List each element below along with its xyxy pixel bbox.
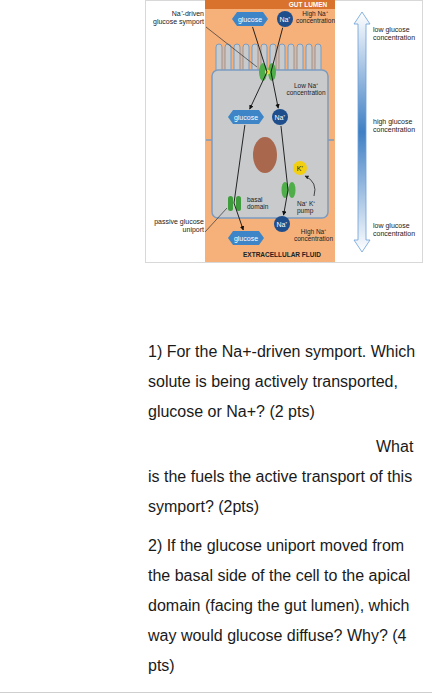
part-label: basal domain xyxy=(247,196,277,211)
hexagon-outline xyxy=(232,12,268,26)
question-text: 1) For the Na+-driven symport. Which sol… xyxy=(148,337,421,427)
part-label: Na⁺ K⁺ pump xyxy=(297,200,327,215)
divider-line xyxy=(0,692,432,693)
hexagon-shape xyxy=(232,12,268,26)
part-label: Na⁺ K⁺ pump xyxy=(297,200,315,214)
gradient-arrow xyxy=(354,12,370,252)
concentration-note: Low Na⁺ concentration xyxy=(285,82,327,97)
hexagon-shape xyxy=(228,231,264,245)
part-label: Na⁺-driven glucose symport xyxy=(148,10,204,26)
concentration-note: High Na⁺ concentration xyxy=(292,228,335,243)
sodium-ion: Na⁺ xyxy=(274,216,290,232)
transport-arrow xyxy=(281,126,288,215)
glucose-molecule: glucose xyxy=(232,12,268,26)
glucose-molecule: glucose xyxy=(228,231,264,245)
node-text: glucose xyxy=(234,235,258,242)
node-text: glucose xyxy=(234,114,258,121)
uniport-protein xyxy=(236,196,241,211)
gradient-label: low glucose concentration xyxy=(373,222,415,237)
gradient-label: low glucose concentration xyxy=(373,26,421,42)
lateral-membrane xyxy=(206,139,212,141)
region-label: GUT LUMEN xyxy=(289,1,328,8)
region-label: EXTRACELLULAR FLUID xyxy=(243,251,321,258)
leader-line xyxy=(205,208,227,232)
part-label: basal domain xyxy=(247,196,268,210)
hexagon-outline xyxy=(228,231,264,245)
part-label: Na⁺-driven glucose symport xyxy=(153,10,204,25)
concentration-note: Low Na⁺ concentration xyxy=(286,82,325,96)
question-text: 1) For the Na+-driven symport. Which sol… xyxy=(148,343,415,420)
epithelial-cell xyxy=(212,70,328,218)
concentration-note: High Na⁺ concentration xyxy=(294,228,333,242)
tissue-ground xyxy=(205,0,335,262)
gradient-label: high glucose concentration xyxy=(373,118,421,134)
potassium-arrow xyxy=(305,176,315,196)
hexagon-shape xyxy=(228,110,264,124)
image-frame xyxy=(146,1,423,263)
question-text: What is the fuels the active transport o… xyxy=(148,432,421,522)
hexagon-outline xyxy=(228,110,264,124)
question-text: What is the fuels the active transport o… xyxy=(148,438,413,515)
glucose-molecule: glucose xyxy=(228,110,264,124)
uniport-protein xyxy=(228,196,233,211)
node-text: Na⁺ xyxy=(275,114,286,121)
potassium-ion: K⁺ xyxy=(293,161,307,175)
concentration-note: High Na⁺ concentration xyxy=(296,10,334,25)
transport-arrow xyxy=(234,125,245,230)
gradient-label: high glucose concentration xyxy=(373,118,415,133)
part-label: passive glucose uniport xyxy=(148,218,204,234)
pump-protein xyxy=(289,182,296,198)
node-text: K⁺ xyxy=(297,165,304,172)
region-label: GUT LUMEN xyxy=(282,1,334,8)
part-label: passive glucose uniport xyxy=(154,218,204,233)
question-text: 2) If the glucose uniport moved from the… xyxy=(148,531,421,681)
concentration-note: High Na⁺ concentration xyxy=(296,10,335,24)
gradient-label: low glucose concentration xyxy=(373,222,421,238)
node-text: Na⁺ xyxy=(280,16,291,23)
transport-arrow xyxy=(271,28,283,108)
node-text: Na⁺ xyxy=(277,221,288,228)
lateral-membrane xyxy=(328,139,334,141)
nucleus xyxy=(253,137,277,173)
gradient-label: low glucose concentration xyxy=(373,26,415,41)
sodium-ion: Na⁺ xyxy=(277,11,293,27)
transport-arrow xyxy=(250,27,267,109)
leader-line xyxy=(206,27,257,67)
sodium-ion: Na⁺ xyxy=(272,109,288,125)
region-label: EXTRACELLULAR FLUID xyxy=(232,251,332,258)
lumen-band xyxy=(205,0,335,9)
node-text: glucose xyxy=(238,16,262,23)
question-text: 2) If the glucose uniport moved from the… xyxy=(148,537,410,674)
